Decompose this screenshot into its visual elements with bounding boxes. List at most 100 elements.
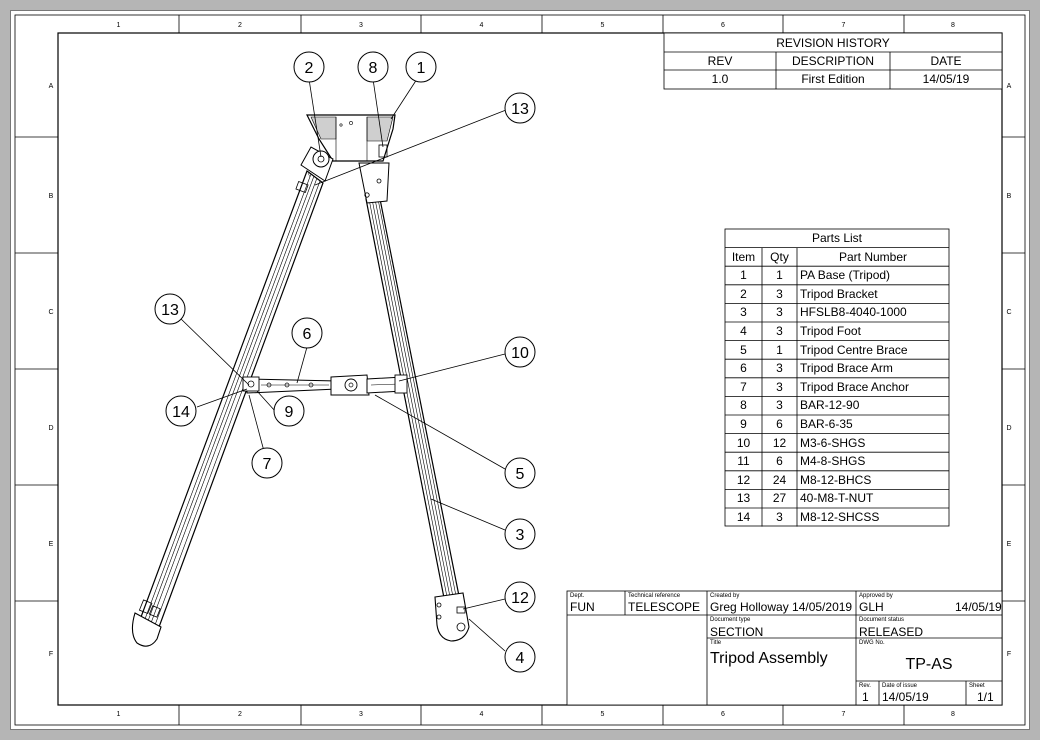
doc-type-value: SECTION [710, 625, 764, 639]
row-label-right: D [1006, 425, 1011, 432]
part-number-cell: Tripod Brace Arm [800, 361, 893, 376]
balloon-circle [504, 518, 536, 550]
row-label-left: C [48, 309, 53, 316]
part-item-cell: 7 [740, 379, 747, 394]
rev-label: Rev. [859, 683, 871, 689]
part-number-header: Part Number [838, 249, 908, 264]
part-item-cell: 5 [740, 342, 747, 357]
part-number-cell: BAR-6-35 [800, 417, 853, 431]
part-qty-cell: 3 [776, 361, 783, 376]
balloon-circle [504, 336, 536, 368]
row-label-right: E [1007, 541, 1012, 548]
sheet-value: 1/1 [977, 690, 994, 704]
date-header: DATE [930, 54, 962, 68]
dwg-no-label: DWG No. [859, 640, 885, 646]
part-number-cell: M8-12-SHCSS [800, 510, 880, 524]
part-qty-cell: 27 [772, 491, 787, 506]
balloon-label: 12 [511, 590, 529, 607]
description-value: First Edition [801, 72, 865, 86]
column-label-bottom: 4 [480, 711, 484, 718]
balloon-circle [154, 293, 186, 325]
created-by-value: Greg Holloway 14/05/2019 [710, 600, 853, 614]
column-label-top: 5 [601, 22, 605, 29]
column-label-bottom: 7 [842, 711, 846, 718]
description-header: DESCRIPTION [791, 54, 874, 68]
part-qty-cell: 12 [772, 435, 787, 450]
part-number-cell: M4-8-SHGS [800, 454, 866, 469]
balloon-circle [504, 92, 536, 124]
part-number-cell: M8-12-BHCS [800, 472, 872, 487]
part-number-cell: Tripod Brace Anchor [800, 379, 909, 394]
column-label-bottom: 1 [117, 711, 121, 718]
column-label-bottom: 3 [359, 711, 363, 718]
tripod-assembly-drawing [131, 114, 470, 647]
rev-value: 1.0 [711, 72, 729, 86]
part-item-cell: 12 [736, 472, 751, 487]
part-qty-cell: 3 [776, 510, 783, 524]
part-item-cell: 9 [740, 417, 747, 431]
balloon-label: 13 [161, 302, 179, 319]
date-value: 14/05/19 [922, 72, 970, 86]
part-item-cell: 6 [740, 361, 747, 376]
created-by-label: Created by [710, 593, 740, 599]
row-label-right: A [1007, 83, 1012, 90]
approved-by-label: Approved by [859, 593, 893, 599]
part-item-cell: 14 [736, 510, 751, 524]
balloon-circle [273, 395, 305, 427]
part-number-cell: PA Base (Tripod) [800, 268, 891, 283]
balloon-label: 10 [511, 345, 529, 362]
part-item-cell: 2 [740, 286, 747, 301]
part-number-cell: M3-6-SHGS [800, 435, 866, 450]
part-number-cell: BAR-12-90 [800, 398, 860, 413]
balloon-label: 4 [516, 650, 525, 667]
title-block [566, 590, 1003, 706]
outer-border [14, 14, 1026, 726]
row-label-right: B [1007, 193, 1012, 200]
dept-value: FUN [570, 600, 595, 614]
balloon-circle [251, 447, 283, 479]
revision-history-title: REVISION HISTORY [776, 36, 890, 50]
part-qty-cell: 24 [772, 472, 787, 487]
part-number-cell: 40-M8-T-NUT [800, 491, 874, 506]
date-of-issue-label: Date of issue [882, 683, 918, 689]
approved-by-value: GLH [859, 600, 884, 614]
row-label-right: C [1006, 309, 1011, 316]
balloon-label: 6 [303, 326, 312, 343]
column-label-bottom: 6 [721, 711, 725, 718]
column-label-top: 1 [117, 22, 121, 29]
row-label-left: A [49, 83, 54, 90]
parts-list-table [724, 228, 950, 527]
balloon-circle [357, 51, 389, 83]
dept-label: Dept. [570, 593, 585, 599]
part-item-cell: 1 [740, 268, 747, 283]
rev-header: REV [707, 54, 733, 68]
balloon-label: 1 [417, 60, 426, 77]
balloon-label: 14 [172, 404, 190, 421]
rev-number: 1 [862, 690, 869, 704]
part-item-cell: 8 [740, 398, 747, 413]
column-label-bottom: 5 [601, 711, 605, 718]
row-label-left: B [49, 193, 54, 200]
balloon-circle [504, 641, 536, 673]
dwg-no-value: TP-AS [905, 656, 953, 673]
item-header: Item [731, 249, 756, 264]
part-qty-cell: 1 [776, 342, 783, 357]
doc-type-label: Document type [710, 617, 751, 623]
column-label-top: 8 [951, 22, 955, 29]
drawing-title: Tripod Assembly [710, 650, 828, 667]
balloon-label: 7 [263, 456, 272, 473]
title-label: Title [710, 640, 722, 646]
part-qty-cell: 3 [776, 324, 783, 338]
balloon-circle [504, 581, 536, 613]
column-label-bottom: 8 [951, 711, 955, 718]
part-item-cell: 4 [740, 324, 747, 338]
column-label-top: 4 [480, 22, 484, 29]
qty-header: Qty [770, 249, 789, 264]
part-qty-cell: 3 [776, 305, 783, 320]
doc-status-label: Document status [859, 617, 905, 623]
right-bracket [358, 144, 390, 204]
row-label-left: E [49, 541, 54, 548]
